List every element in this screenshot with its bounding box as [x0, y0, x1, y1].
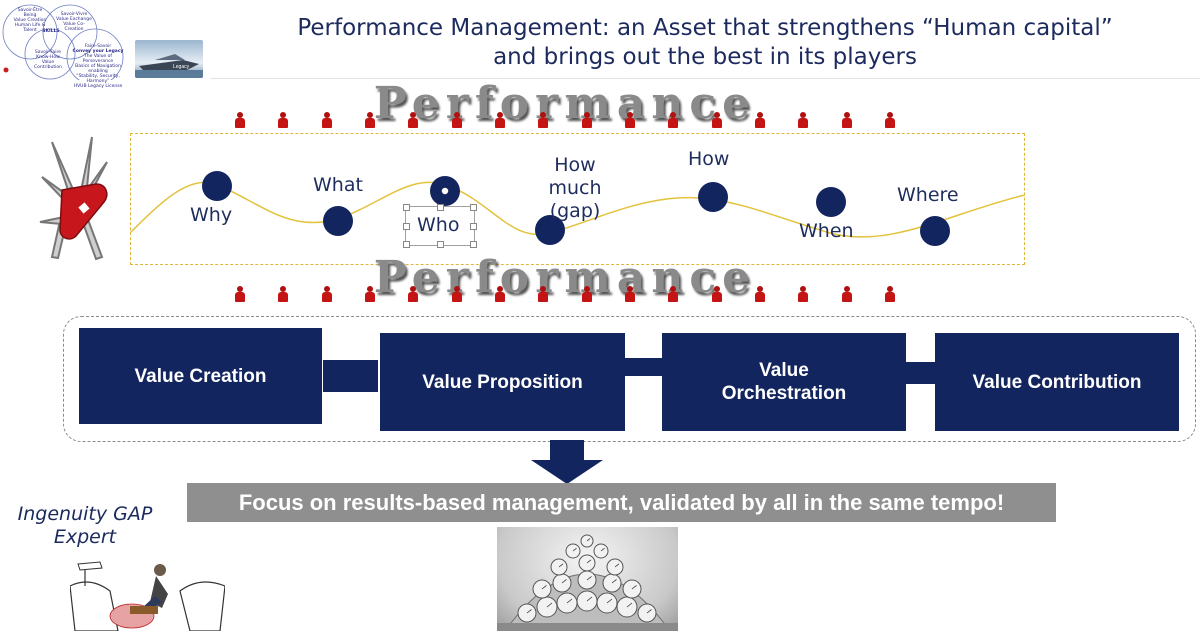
wave-label-what: What	[313, 174, 363, 196]
value-creation-block: Value Creation	[79, 328, 322, 424]
boat-label: Legacy	[173, 64, 190, 70]
title-line-2: and brings out the best in its players	[493, 44, 917, 70]
performance-banner-bottom: Performance	[220, 252, 910, 303]
value-chain-frame	[63, 316, 1196, 442]
wave-label-why: Why	[190, 204, 233, 226]
red-figures-row	[220, 112, 910, 128]
performance-banner-top: Performance	[220, 78, 910, 129]
wave-dot-when	[816, 187, 846, 217]
clock-dome-image	[497, 527, 678, 631]
down-arrow-icon	[531, 440, 603, 484]
title-line-1: Performance Management: an Asset that st…	[297, 15, 1113, 41]
wave-diagram	[130, 171, 1025, 246]
wave-dot-what	[323, 206, 353, 236]
page-title: Performance Management: an Asset that st…	[230, 14, 1180, 72]
wave-dot-where	[920, 216, 950, 246]
title-divider	[210, 78, 1200, 79]
ingenuity-gap-label: Ingenuity GAP Expert	[17, 503, 153, 548]
wave-dashed-frame	[130, 133, 1025, 265]
wave-dot-how-much	[535, 215, 565, 245]
connector-2	[625, 358, 663, 376]
wave-label-how: How	[688, 148, 730, 170]
wave-line	[130, 181, 1025, 238]
who-selection-box[interactable]	[403, 204, 477, 248]
rotate-handle-icon[interactable]	[440, 186, 450, 196]
connector-3	[906, 362, 936, 384]
value-orchestration-block: Value Orchestration	[662, 333, 906, 431]
wave-dot-why	[202, 171, 232, 201]
focus-banner: Focus on results-based management, valid…	[187, 483, 1056, 522]
value-proposition-block: Value Proposition	[380, 333, 625, 431]
wave-dot-how	[698, 182, 728, 212]
venn-center-label: SKILLS	[42, 29, 60, 34]
connector-1	[323, 360, 378, 392]
gap-bridging-illustration	[70, 561, 225, 631]
swiss-army-knife-icon	[32, 132, 122, 262]
speedboat-image: Legacy	[135, 40, 203, 78]
value-contribution-block: Value Contribution	[935, 333, 1179, 431]
wave-label-where: Where	[897, 184, 959, 206]
performance-word-2: Performance	[373, 252, 757, 303]
wave-label-who: Who	[417, 214, 460, 236]
red-figures-row-2	[220, 286, 910, 302]
wave-label-when: When	[799, 220, 854, 242]
wave-label-how-much: How much (gap)	[548, 154, 602, 222]
performance-word: Performance	[373, 78, 757, 129]
